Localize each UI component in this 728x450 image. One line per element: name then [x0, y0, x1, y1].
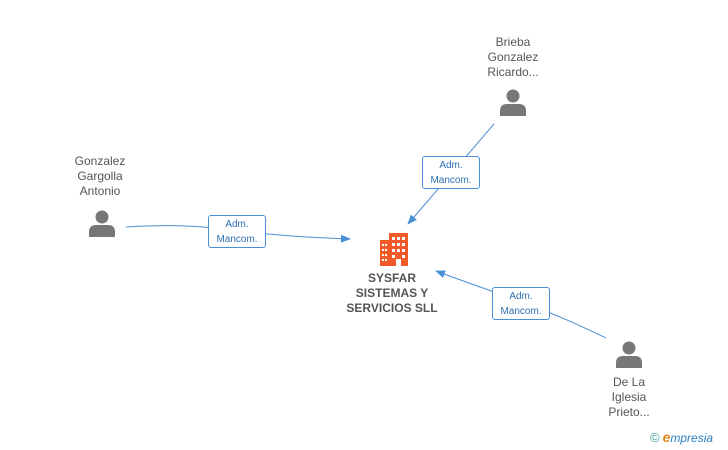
- person-icon[interactable]: [616, 341, 642, 369]
- relation-role-line: Mancom.: [430, 175, 472, 186]
- person-icon[interactable]: [500, 89, 526, 117]
- relation-label-delaiglesia[interactable]: Adm. Mancom.: [492, 287, 550, 320]
- relation-role-line: Adm.: [439, 160, 463, 171]
- person-name-line: Prieto...: [608, 405, 650, 419]
- person-name-line: De La: [612, 375, 646, 389]
- copyright-symbol: ©: [650, 430, 660, 445]
- company-name[interactable]: SYSFAR SISTEMAS Y SERVICIOS SLL: [332, 271, 452, 316]
- person-name-line: Brieba: [495, 35, 531, 49]
- person-name-line: Gonzalez: [487, 50, 539, 64]
- person-name-line: Antonio: [79, 184, 121, 198]
- relation-label-brieba[interactable]: Adm. Mancom.: [422, 156, 480, 189]
- person-icon[interactable]: [89, 210, 115, 238]
- building-icon[interactable]: [380, 233, 408, 266]
- person-name-line: Gargolla: [77, 169, 123, 183]
- relation-role-line: Adm.: [509, 291, 533, 302]
- brand-name: mpresia: [670, 431, 714, 445]
- person-name-line: Gonzalez: [74, 154, 126, 168]
- relation-role-line: Adm.: [225, 219, 249, 230]
- relation-role-line: Mancom.: [216, 234, 258, 245]
- person-name-gonzalez[interactable]: Gonzalez Gargolla Antonio: [55, 154, 145, 199]
- relation-role-line: Mancom.: [500, 306, 542, 317]
- relation-label-gonzalez[interactable]: Adm. Mancom.: [208, 215, 266, 248]
- person-name-line: Ricardo...: [487, 65, 539, 79]
- brand-e: e: [662, 429, 671, 445]
- person-name-delaiglesia[interactable]: De La Iglesia Prieto...: [584, 375, 674, 420]
- empresia-logo[interactable]: ©empresia: [650, 429, 713, 445]
- company-name-line: SISTEMAS Y: [355, 286, 429, 300]
- company-name-line: SYSFAR: [367, 271, 416, 285]
- person-name-line: Iglesia: [611, 390, 647, 404]
- company-name-line: SERVICIOS SLL: [346, 301, 438, 315]
- person-name-brieba[interactable]: Brieba Gonzalez Ricardo...: [468, 35, 558, 80]
